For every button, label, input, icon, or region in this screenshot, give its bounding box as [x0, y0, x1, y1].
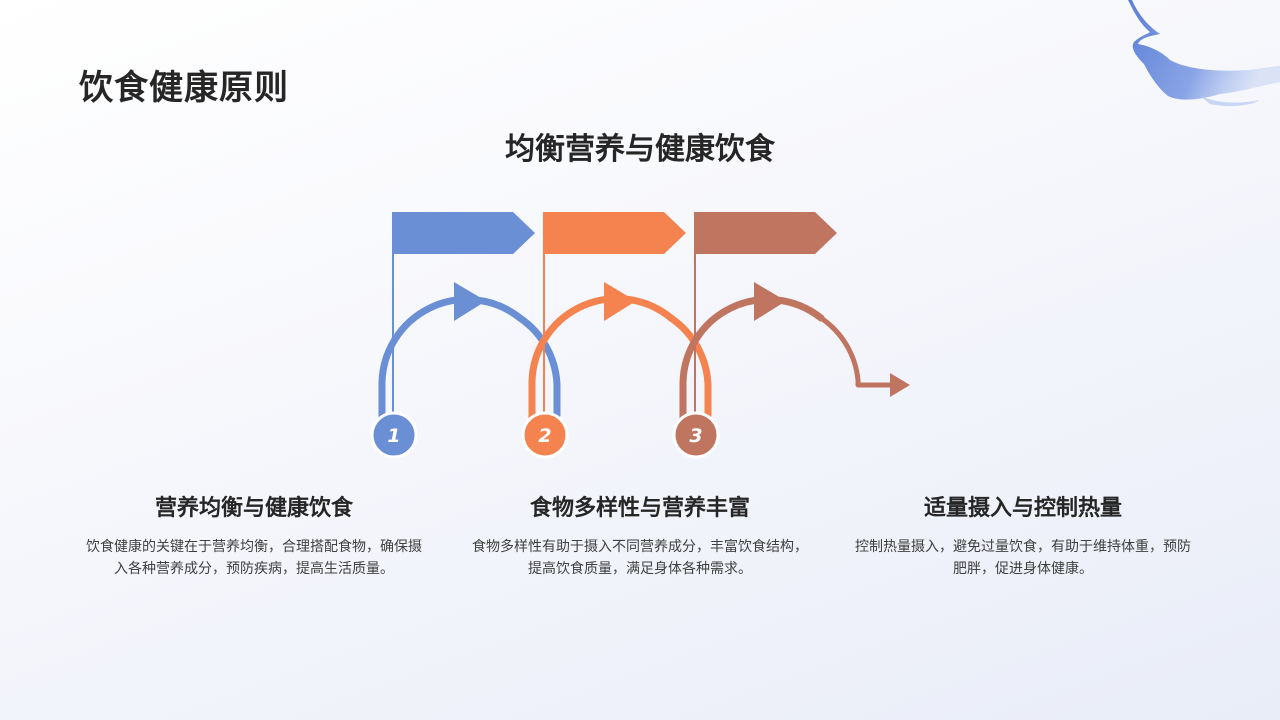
- step-3-number-circle: [672, 411, 720, 459]
- step-1-arrowhead: [454, 282, 486, 321]
- process-flow-diagram: 1 2 3: [370, 212, 910, 459]
- step-3-arc-tail: [819, 315, 892, 388]
- brush-stroke-decoration: [1128, 0, 1280, 107]
- diagram-subtitle: 均衡营养与健康饮食: [505, 132, 775, 167]
- step-1-graphic: 1: [370, 212, 561, 459]
- step-2-arrowhead: [604, 282, 636, 321]
- step-2-description-block: 食物多样性与营养丰富 食物多样性有助于摄入不同营养成分，丰富饮食结构，提高饮食质…: [460, 490, 820, 580]
- step-1-arc: [378, 296, 524, 424]
- step-2-arc-inner: [667, 314, 712, 419]
- step-2-number: 2: [538, 425, 551, 447]
- step-3-flag: [694, 212, 837, 254]
- step-2-title: 食物多样性与营养丰富: [529, 496, 750, 521]
- step-3-arrowhead: [754, 282, 786, 321]
- step-2-flag: [543, 212, 686, 254]
- step-3-graphic: 3: [672, 212, 910, 459]
- step-3-text: 控制热量摄入，避免过量饮食，有助于维持体重，预防肥胖，促进身体健康。: [855, 539, 1191, 577]
- step-1-number: 1: [387, 425, 400, 447]
- step-2-number-circle: [521, 411, 569, 459]
- step-1-flag: [392, 212, 535, 254]
- page-title: 饮食健康原则: [79, 68, 289, 108]
- step-1-title: 营养均衡与健康饮食: [154, 496, 353, 521]
- step-2-graphic: 2: [521, 212, 712, 459]
- step-2-text: 食物多样性有助于摄入不同营养成分，丰富饮食结构，提高饮食质量，满足身体各种需求。: [472, 539, 808, 577]
- step-2-arc: [528, 295, 675, 424]
- step-1-number-circle: [370, 411, 418, 459]
- step-1-text: 饮食健康的关键在于营养均衡，合理搭配食物，确保摄入各种营养成分，预防疾病，提高生…: [86, 539, 422, 577]
- step-3-number: 3: [689, 425, 702, 447]
- step-3-arc: [679, 296, 825, 424]
- end-arrowhead: [890, 373, 910, 397]
- step-1-arc-inner: [516, 314, 561, 419]
- step-3-description-block: 适量摄入与控制热量 控制热量摄入，避免过量饮食，有助于维持体重，预防肥胖，促进身…: [843, 490, 1203, 580]
- step-3-title: 适量摄入与控制热量: [923, 496, 1122, 521]
- step-1-description-block: 营养均衡与健康饮食 饮食健康的关键在于营养均衡，合理搭配食物，确保摄入各种营养成…: [74, 490, 434, 580]
